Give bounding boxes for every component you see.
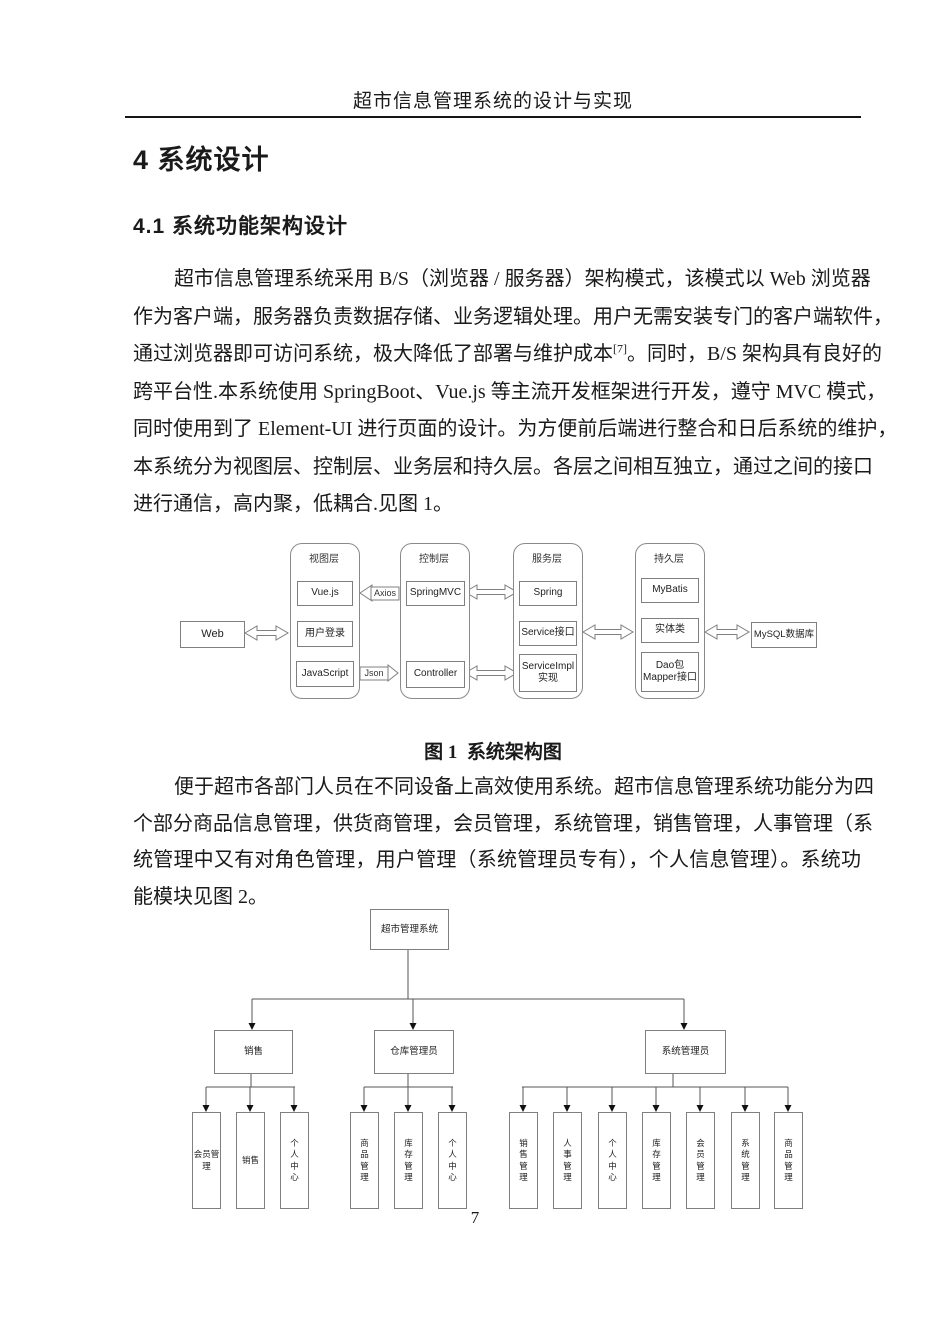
- section-heading: 4.1 系统功能架构设计: [133, 215, 349, 238]
- figure2-leaf-sales: 销售: [236, 1112, 265, 1209]
- figure1-view-layer-title: 视图层: [309, 554, 339, 565]
- paragraph-line: 通过浏览器即可访问系统，极大降低了部署与维护成本[7]。同时，B/S 架构具有良…: [133, 336, 882, 374]
- figure1-springmvc-box: SpringMVC: [406, 581, 465, 606]
- figure1-mysql-box: MySQL数据库: [751, 622, 817, 648]
- figure1-userlogin-box: 用户登录: [297, 621, 353, 647]
- json-arrow-label: Json: [364, 668, 384, 678]
- figure2-branch-sales: 销售: [214, 1030, 293, 1074]
- paragraph-line: 能模块见图 2。: [133, 885, 268, 908]
- figure1-controller-box: Controller: [406, 661, 465, 688]
- figure1-architecture-diagram: Web 视图层 Vue.js 用户登录 JavaScript 控制层 Sprin…: [150, 540, 850, 715]
- figure1-service-layer-title: 服务层: [532, 554, 562, 565]
- tree-arrowheads: [202, 1023, 792, 1112]
- figure2-leaf-system-mgmt: 系 统 管 理: [731, 1112, 760, 1209]
- figure2-leaf-inventory-mgmt: 库 存 管 理: [394, 1112, 423, 1209]
- figure2-leaf-product-mgmt: 商 品 管 理: [350, 1112, 379, 1209]
- figure1-dao-mapper-box: Dao包 Mapper接口: [641, 652, 699, 692]
- chapter-heading: 4 系统设计: [133, 145, 270, 175]
- figure2-branch-warehouse-manager: 仓库管理员: [374, 1030, 454, 1074]
- paragraph-line: 超市信息管理系统采用 B/S（浏览器 / 服务器）架构模式，该模式以 Web 浏…: [174, 268, 871, 290]
- figure1-javascript-box: JavaScript: [296, 661, 354, 687]
- figure2-branch-system-manager: 系统管理员: [645, 1030, 726, 1074]
- header-rule: [125, 116, 861, 118]
- figure2-leaf-sales-mgmt: 销 售 管 理: [509, 1112, 538, 1209]
- paragraph-line: 跨平台性.本系统使用 SpringBoot、Vue.js 等主流开发框架进行开发…: [133, 380, 887, 403]
- figure1-web-box: Web: [180, 621, 245, 648]
- paragraph-line: 统管理中又有对角色管理，用户管理（系统管理员专有），个人信息管理）。系统功: [133, 849, 861, 871]
- figure1-spring-box: Spring: [519, 581, 577, 606]
- figure1-caption: 图 1 系统架构图: [424, 742, 562, 763]
- paragraph-line: 作为客户端，服务器负责数据存储、业务逻辑处理。用户无需安装专门的客户端软件，: [133, 305, 893, 328]
- double-arrow-persist-mysql: [704, 624, 750, 640]
- double-arrow-web-view: [244, 625, 289, 641]
- figure1-service-interface-box: Service接口: [519, 621, 577, 646]
- tree-lines: [205, 948, 789, 1105]
- figure1-persist-layer-title: 持久层: [654, 554, 684, 565]
- paragraph-line: 个部分商品信息管理，供货商管理，会员管理，系统管理，销售管理，人事管理（系: [133, 812, 873, 835]
- figure2-leaf-personal-center: 个 人 中 心: [598, 1112, 627, 1209]
- figure2-module-tree: 超市管理系统 销售 仓库管理员 系统管理员 会员管 理 销售 个 人 中 心 商…: [150, 905, 850, 1215]
- json-arrowhead: [387, 663, 399, 683]
- figure2-leaf-hr-mgmt: 人 事 管 理: [553, 1112, 582, 1209]
- figure2-root-box: 超市管理系统: [370, 909, 449, 950]
- double-arrow-service-persist: [582, 624, 634, 640]
- figure1-vuejs-box: Vue.js: [297, 581, 353, 606]
- figure2-leaf-personal-center: 个 人 中 心: [280, 1112, 309, 1209]
- figure2-connectors: [202, 948, 792, 1112]
- figure2-leaf-member-mgmt: 会 员 管 理: [686, 1112, 715, 1209]
- paragraph-line: 同时使用到了 Element-UI 进行页面的设计。为方便前后端进行整合和日后系…: [133, 418, 898, 440]
- figure1-connectors: [244, 584, 750, 683]
- figure1-entity-box: 实体类: [641, 618, 699, 643]
- paragraph-line: 本系统分为视图层、控制层、业务层和持久层。各层之间相互独立，通过之间的接口: [133, 455, 873, 478]
- page-number: 7: [470, 1208, 480, 1227]
- axios-label-box: [370, 586, 400, 601]
- paragraph-text: 通过浏览器即可访问系统，极大降低了部署与维护成本: [133, 343, 613, 365]
- paragraph-2: 便于超市各部门人员在不同设备上高效使用系统。超市信息管理系统功能分为四 个部分商…: [133, 769, 874, 915]
- paragraph-text: 。同时，B/S 架构具有良好的: [627, 343, 883, 365]
- paragraph-line: 进行通信，高内聚，低耦合.见图 1。: [133, 493, 453, 515]
- figure1-mybatis-box: MyBatis: [641, 578, 699, 603]
- running-header-title: 超市信息管理系统的设计与实现: [352, 91, 633, 112]
- figure2-leaf-product-mgmt: 商 品 管 理: [774, 1112, 803, 1209]
- figure2-leaf-inventory-mgmt: 库 存 管 理: [642, 1112, 671, 1209]
- double-arrow-springmvc-spring: [464, 584, 518, 600]
- figure1-control-layer-title: 控制层: [419, 554, 449, 565]
- axios-arrow-label: Axios: [373, 588, 396, 598]
- paragraph-line: 便于超市各部门人员在不同设备上高效使用系统。超市信息管理系统功能分为四: [174, 776, 874, 798]
- double-arrow-controller-serviceimpl: [464, 665, 518, 681]
- figure1-serviceimpl-box: ServiceImpl 实现: [519, 654, 577, 692]
- figure2-leaf-personal-center: 个 人 中 心: [438, 1112, 467, 1209]
- citation-superscript: [7]: [613, 341, 627, 356]
- paragraph-1: 超市信息管理系统采用 B/S（浏览器 / 服务器）架构模式，该模式以 Web 浏…: [133, 261, 898, 524]
- figure2-leaf-member-mgmt: 会员管 理: [192, 1112, 221, 1209]
